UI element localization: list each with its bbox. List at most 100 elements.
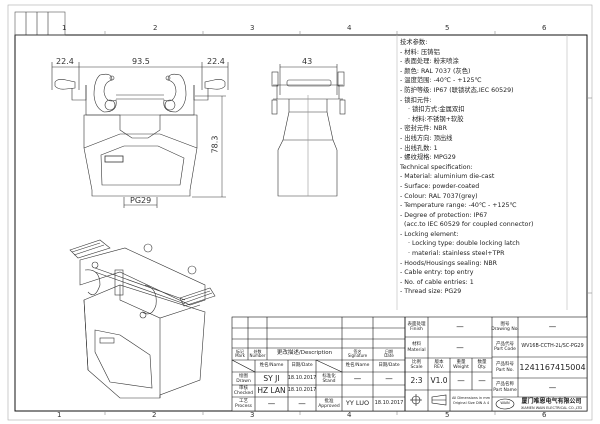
drawn-date: 18.10.2017	[287, 374, 317, 381]
approved-date: 18.10.2017	[374, 400, 404, 407]
part-no-value: 1241167415004	[519, 362, 586, 372]
number-header: 处数 Number	[249, 348, 266, 358]
rev-label: 版本 REV.	[434, 359, 444, 370]
qty-value: —	[478, 376, 486, 386]
finish-value: —	[456, 322, 464, 332]
drawing-no-value: —	[548, 322, 557, 332]
process-name: —	[267, 399, 276, 409]
zone-top-3: 3	[250, 24, 255, 32]
spec-line: - Locking element:	[400, 230, 459, 238]
zone-bottom-1: 1	[57, 411, 62, 419]
stand-date: —	[385, 373, 393, 383]
side-view	[271, 64, 346, 197]
dim-right-latch: 22.4	[207, 57, 225, 66]
part-no-label: 产品料号 Part No.	[496, 362, 514, 373]
spec-line: - No. of cable entries: 1	[400, 278, 474, 286]
zone-top-2: 2	[153, 24, 158, 32]
spec-line: - Colour: RAL 7037(grey)	[400, 192, 478, 200]
spec-text: 技术参数: - 材料: 压铸铝 - 表面处理: 粉末喷涂- 颜色: RAL 7037…	[400, 38, 566, 297]
spec-line: - 防护等级: IP67 (联锁状态,IEC 60529)	[400, 86, 514, 94]
spec-line: - 螺纹规格: MPG29	[400, 154, 456, 162]
description-header: 更改描述/Description	[276, 350, 333, 357]
dim-height: 78.3	[210, 135, 220, 154]
company-logo: WAIN	[500, 401, 510, 406]
spec-line: - 材料: 压铸铝	[400, 48, 440, 56]
weight-label: 重量 Weight	[453, 359, 469, 370]
name-col-header-2: 姓名/Name	[345, 363, 370, 369]
weight-value: —	[457, 376, 465, 386]
qty-label: 数量 Qty.	[477, 359, 487, 370]
scale-value: 2:3	[410, 376, 423, 386]
spec-line: - 颜色: RAL 7037 (灰色)	[400, 67, 471, 75]
dim-left-latch: 22.4	[56, 57, 74, 66]
spec-line: - 表面处理: 粉末喷涂	[400, 58, 459, 66]
spec-line: - 出线孔数: 1	[400, 144, 438, 152]
front-view	[51, 62, 229, 208]
dim-width: 93.5	[132, 57, 150, 66]
process-label: 工艺 Process	[234, 399, 253, 409]
approved-name: YY LUO	[345, 399, 370, 408]
scale-label: 比例 Scale	[410, 359, 423, 370]
company-name-en: XIAMEN WAIN ELECTRICAL CO.,LTD	[520, 405, 583, 410]
dim-depth: 43	[302, 57, 313, 66]
spec-line: (acc.to IEC 60529 for coupled connector)	[400, 221, 534, 229]
isometric-view	[69, 239, 216, 399]
zone-top-1: 1	[62, 24, 67, 32]
zone-bottom-4: 4	[347, 411, 352, 419]
zone-bottom-5: 5	[445, 411, 450, 419]
zone-top-6: 6	[542, 24, 547, 32]
projection-symbol-icon	[405, 392, 406, 393]
process-date: —	[298, 399, 306, 409]
spec-line: · Locking type: double locking latch	[400, 240, 520, 248]
drawing-no-label: 图号 Drawing No.	[491, 321, 519, 332]
spec-line: - 锁扣元件:	[400, 96, 432, 104]
rev-value: V1.0	[430, 376, 448, 386]
finish-label: 表面处理 Finish	[407, 321, 426, 332]
spec-line: 技术参数:	[400, 39, 428, 46]
dim-thread: PG29	[130, 196, 152, 205]
spec-line: - Cable entry: top entry	[400, 269, 474, 277]
zone-top-4: 4	[347, 24, 352, 32]
checked-label: 审核 Checked	[233, 386, 254, 396]
checked-name: HZ LAN	[257, 386, 286, 396]
title-block	[231, 316, 588, 412]
spec-line: · material: stainless steel+TPR	[400, 250, 505, 258]
material-label: 材料 Material	[407, 342, 426, 353]
spec-line: - Hoods/Housings sealing: NBR	[400, 259, 498, 267]
spec-line: - Surface: powder-coated	[400, 182, 480, 190]
drawn-label: 绘图 Drawn	[236, 373, 251, 384]
company-name-cn: 厦门唯恩电气有限公司	[521, 398, 582, 405]
zone-bottom-3: 3	[250, 411, 255, 419]
wain-logo	[495, 398, 515, 410]
part-name-label: 产品名称 Part Name	[493, 382, 517, 393]
date-header: 日期 Date	[384, 348, 394, 358]
date-col-header: 日期/Date	[291, 363, 313, 369]
spec-line: - Temperature range: -40℃ - +125℃	[400, 202, 517, 210]
approved-label: 批准 Approved	[318, 399, 340, 409]
spec-line: - 出线方向: 顶出线	[400, 134, 453, 142]
material-value: —	[456, 342, 464, 352]
drawn-name: SY JI	[263, 373, 280, 383]
part-name-value: —	[548, 382, 557, 392]
spec-line: - Material: aluminium die-cast	[400, 173, 495, 181]
spec-line: - 密封元件: NBR	[400, 125, 447, 133]
zone-bottom-6: 6	[542, 411, 547, 419]
part-code-value: WV16B-CCTH-2L/SC-PG29	[521, 344, 584, 350]
stand-name: —	[353, 373, 362, 383]
spec-line: · 锁扣方式:金属双扣	[400, 106, 465, 114]
date-col-header-2: 日期/Date	[378, 363, 400, 369]
name-col-header: 姓名/Name	[259, 363, 284, 369]
checked-date: 18.10.2017	[287, 387, 317, 394]
spec-line: - 温度范围: -40℃ - +125℃	[400, 77, 482, 85]
dimensions-note: All Dimensions in mm Original Size DIN A…	[451, 396, 491, 405]
zone-bottom-2: 2	[152, 411, 157, 419]
part-code-label: 产品代号 Part Code	[494, 341, 516, 352]
zone-top-5: 5	[445, 24, 450, 32]
mark-header: 标记 Mark	[235, 348, 245, 358]
spec-line: · 材料:不锈钢+软胶	[400, 115, 464, 123]
signature-header: 签名 Signature	[347, 348, 368, 358]
spec-line: - Degree of protection: IP67	[400, 211, 488, 219]
spec-line: - Thread size: PG29	[400, 288, 462, 296]
